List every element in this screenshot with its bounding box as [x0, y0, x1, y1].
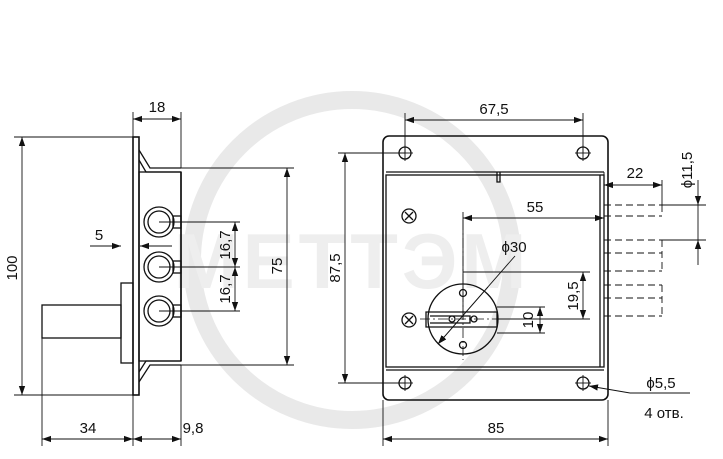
dim-bolt-offset-label: 19,5: [565, 281, 582, 310]
dim-body-depth-label: 9,8: [183, 420, 204, 437]
dim-backset-label: 55: [527, 199, 544, 216]
side-view: 100 18 5 16,7 16,7 75 34 9,8: [4, 99, 294, 446]
dim-shaft-length-label: 34: [80, 420, 97, 437]
dim-body-height-label: 75: [269, 258, 286, 275]
dim-keyhole-label: 10: [520, 312, 537, 329]
dim-cylinder-diameter-label: ϕ30: [501, 239, 526, 256]
dim-spacing-2-label: 16,7: [217, 274, 234, 303]
screw-icon-bottom: [401, 312, 417, 328]
side-bottom-bracket: [138, 364, 181, 383]
dim-hole-spacing-v-label: 87,5: [327, 253, 344, 282]
side-faceplate: [132, 136, 140, 396]
dim-bolt-extension-label: 22: [627, 165, 644, 182]
hole-count-note: 4 отв.: [644, 405, 684, 422]
screw-icon-top: [401, 208, 417, 224]
side-spindle-boss: [120, 282, 134, 364]
bolts-dashed: [604, 204, 663, 317]
dim-width-label: 85: [488, 420, 505, 437]
side-top-bracket: [138, 149, 181, 169]
dim-offset-label: 5: [95, 227, 103, 244]
front-faceplate: [382, 135, 609, 401]
mount-hole-br: [575, 375, 591, 391]
dim-hole-diameter-label: ϕ5,5: [646, 375, 675, 392]
dim-spacing-1-label: 16,7: [217, 230, 234, 259]
dim-bolt-diameter-label: ϕ11,5: [679, 152, 696, 188]
side-shaft: [41, 304, 122, 339]
dim-line-5-5: [588, 384, 631, 394]
front-view: 67,5 87,5 22 ϕ11,5 55 ϕ30 19,5: [327, 101, 706, 446]
dim-hole-spacing-h-label: 67,5: [479, 101, 508, 118]
dim-top-width-label: 18: [149, 99, 166, 116]
dim-height-label: 100: [4, 255, 21, 280]
